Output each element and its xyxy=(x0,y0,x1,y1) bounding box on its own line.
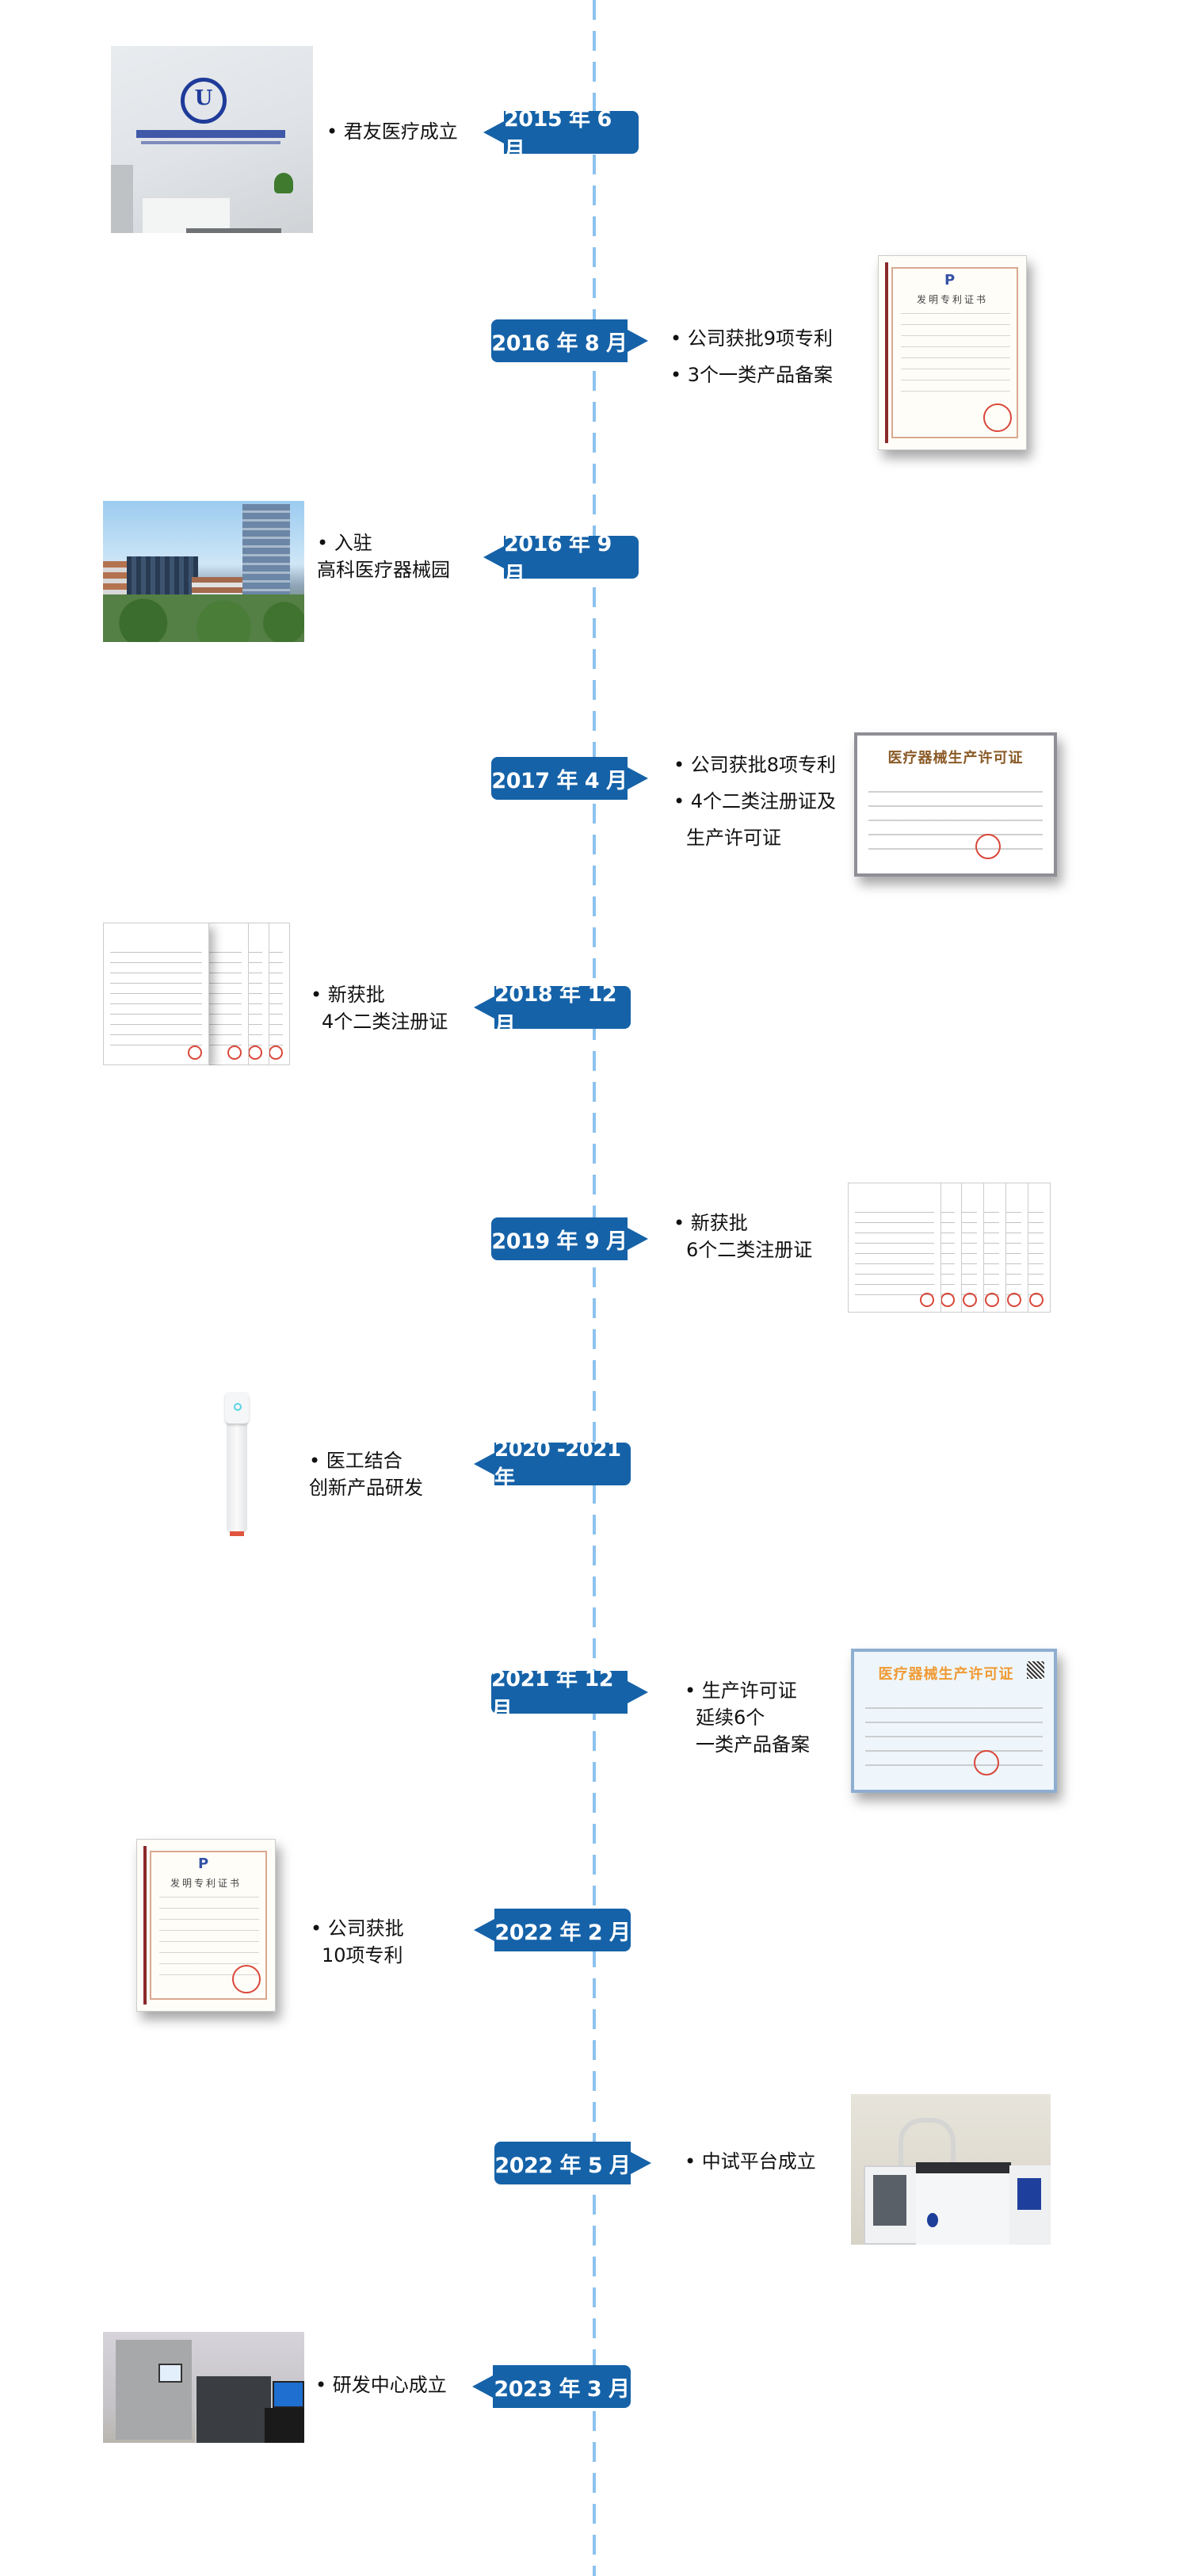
production-license-image: 医疗器械生产许可证 xyxy=(854,732,1057,877)
seal-icon xyxy=(983,403,1012,432)
date-badge: 2021 年 12 月 xyxy=(491,1667,648,1722)
date-badge: 2018 年 12 月 xyxy=(474,982,631,1038)
timeline-axis xyxy=(593,0,596,2576)
date-badge: 2016 年 9 月 xyxy=(483,532,639,587)
event-description: • 公司获批 10项专利 xyxy=(311,1917,404,1966)
event-description: • 中试平台成立 xyxy=(685,2150,816,2173)
registration-certificates-image xyxy=(103,923,290,1065)
event-description: • 入驻 高科医疗器械园 xyxy=(317,532,450,581)
event-description: • 公司获批8项专利 • 4个二类注册证及 生产许可证 xyxy=(673,754,837,849)
registration-certificates-image xyxy=(848,1183,1051,1313)
patent-certificate-image: P 发明专利证书 xyxy=(136,1839,276,2012)
production-license-image: 医疗器械生产许可证 xyxy=(851,1649,1057,1793)
seal-icon xyxy=(232,1965,261,1993)
date-badge: 2020 -2021年 xyxy=(474,1438,631,1490)
seal-icon xyxy=(974,1750,1000,1775)
date-badge: 2015 年 6 月 xyxy=(483,107,639,162)
company-logo-icon xyxy=(181,78,227,124)
event-description: • 新获批 4个二类注册证 xyxy=(311,984,448,1033)
event-description: • 公司获批9项专利 • 3个一类产品备案 xyxy=(670,327,834,386)
date-badge: 2019 年 9 月 xyxy=(491,1217,648,1260)
device-logo-icon xyxy=(234,1403,242,1411)
date-badge: 2023 年 3 月 xyxy=(472,2365,631,2408)
event-description: • 研发中心成立 xyxy=(315,2374,447,2396)
event-description: • 医工结合 创新产品研发 xyxy=(309,1450,423,1499)
patent-logo-icon: P xyxy=(198,1856,209,1872)
lab-equipment-photo xyxy=(851,2094,1051,2245)
rnd-center-photo xyxy=(103,2332,304,2443)
date-badge: 2016 年 8 月 xyxy=(491,319,648,362)
product-device-image xyxy=(223,1392,252,1539)
date-badge: 2022 年 5 月 xyxy=(494,2142,651,2184)
date-badge: 2017 年 4 月 xyxy=(491,757,648,800)
event-description: • 新获批 6个二类注册证 xyxy=(673,1212,813,1261)
qr-code-icon xyxy=(1027,1661,1044,1679)
seal-icon xyxy=(975,834,1001,859)
patent-certificate-image: P 发明专利证书 xyxy=(878,255,1027,450)
date-badge: 2022 年 2 月 xyxy=(474,1909,631,1951)
patent-logo-icon: P xyxy=(944,272,956,289)
event-description: • 君友医疗成立 xyxy=(326,120,458,143)
company-lobby-photo xyxy=(111,46,313,233)
building-photo xyxy=(103,501,304,642)
event-description: • 生产许可证 延续6个 一类产品备案 xyxy=(685,1680,810,1756)
